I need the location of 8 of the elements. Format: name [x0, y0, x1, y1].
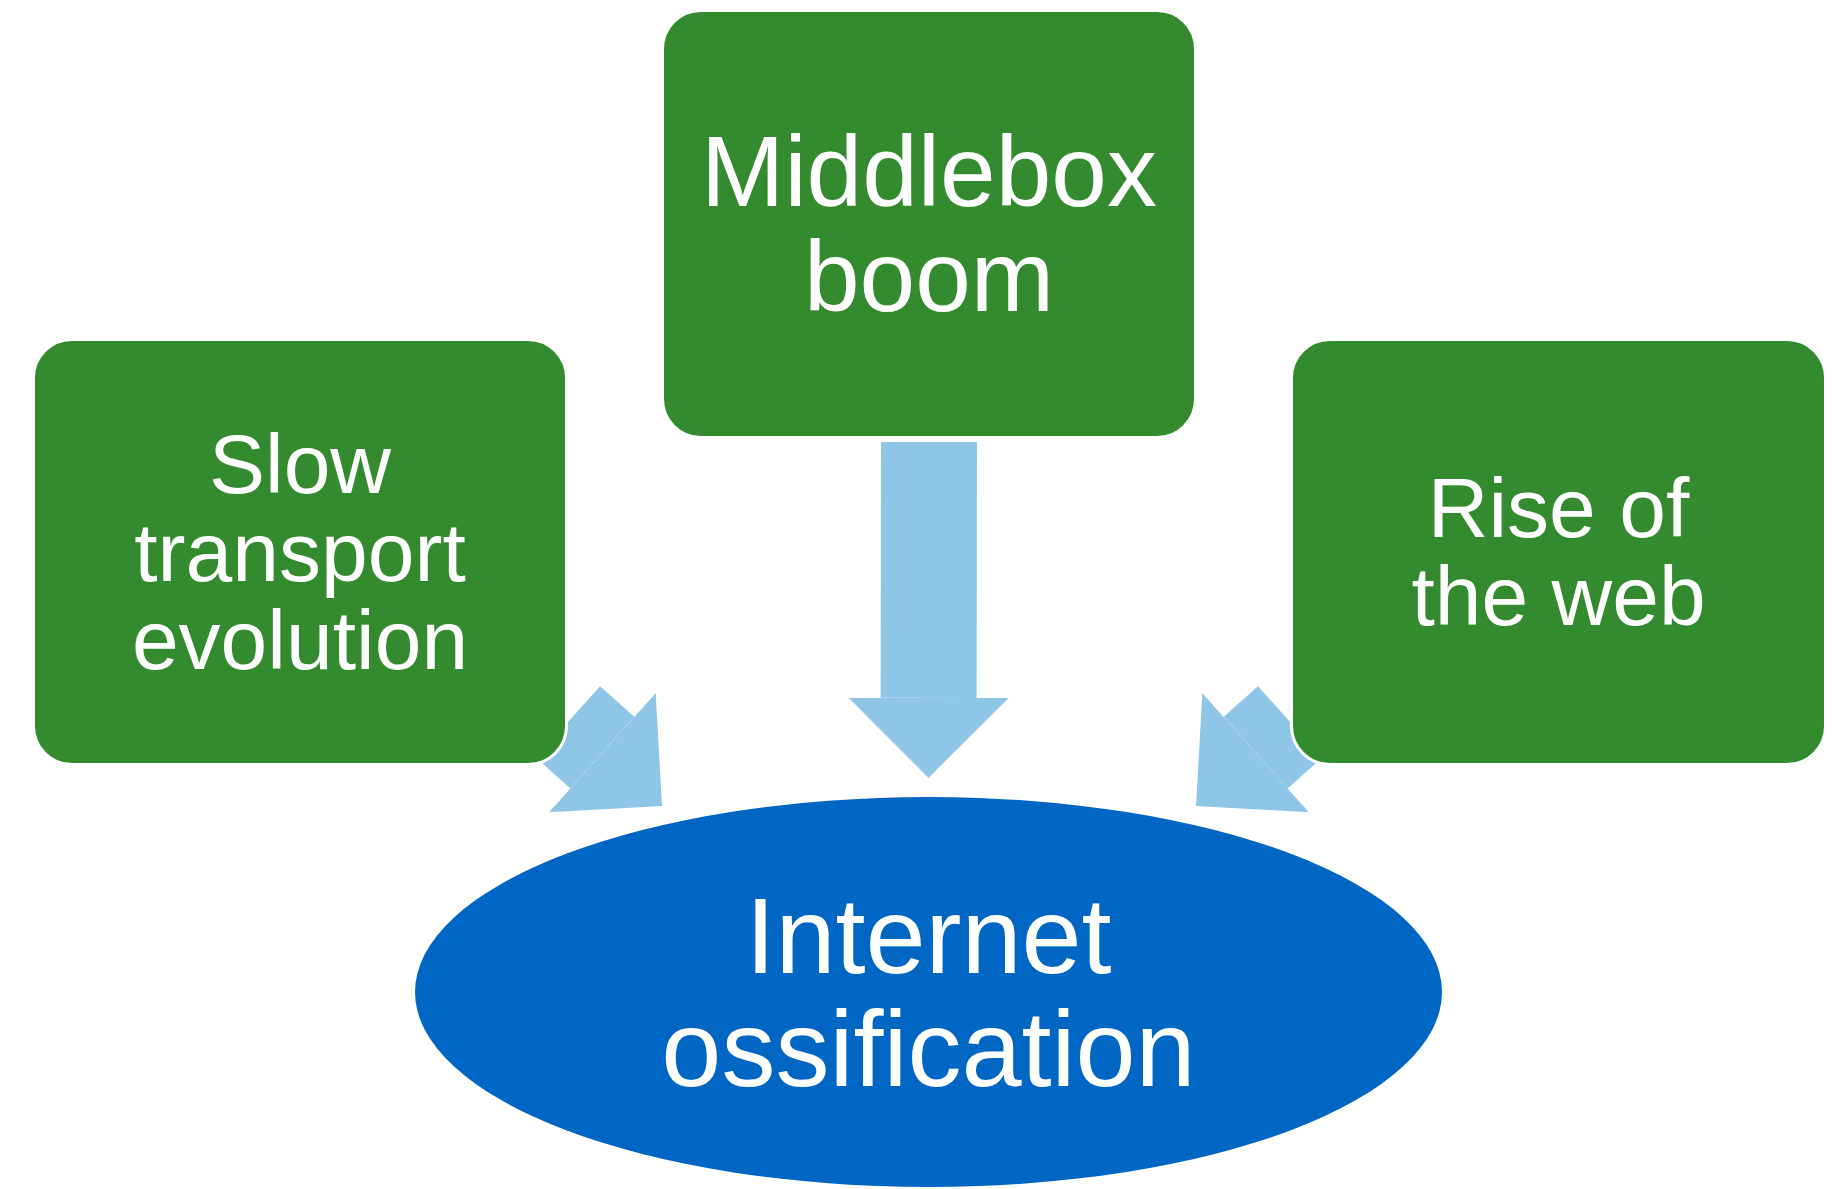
- rounded-box: [32, 338, 568, 766]
- node-label: Internet ossification: [660, 878, 1197, 1106]
- node-label: Slow transport evolution: [130, 419, 470, 685]
- rounded-box: [661, 9, 1197, 439]
- node-label: Middlebox boom: [701, 119, 1157, 329]
- rounded-box: [1290, 338, 1827, 766]
- block-arrow: [848, 442, 1009, 778]
- node-label: Rise of the web: [1410, 463, 1707, 641]
